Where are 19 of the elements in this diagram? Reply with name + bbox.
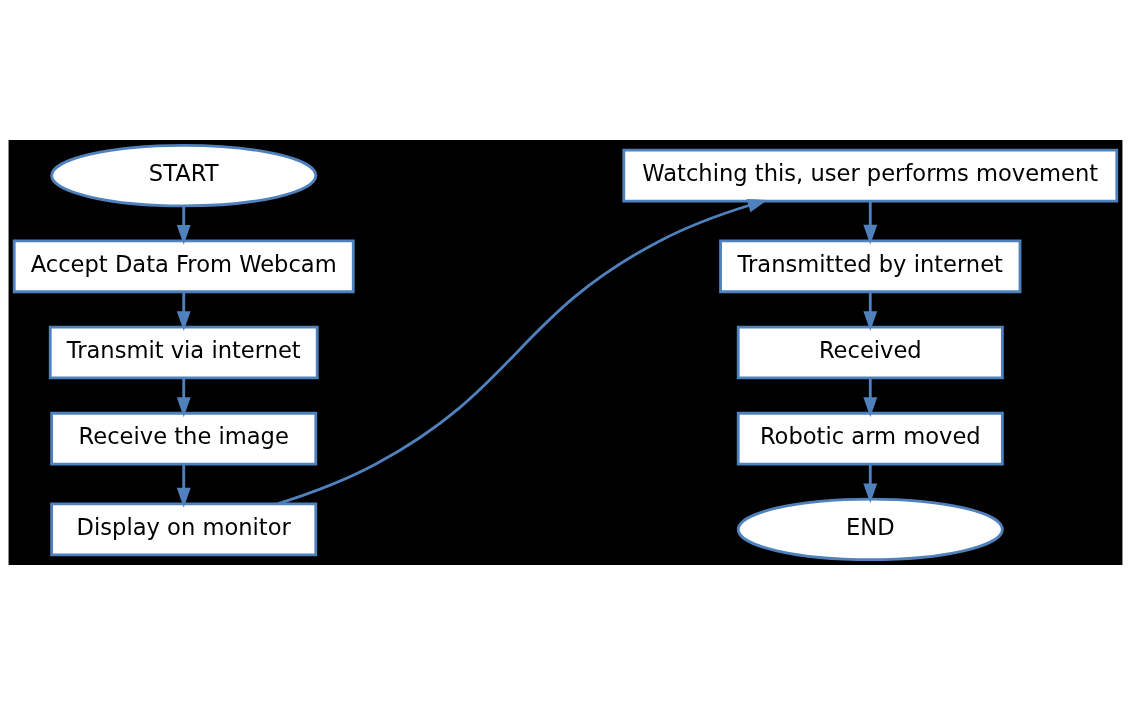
arrow bbox=[863, 377, 878, 417]
node-box: Display on monitor bbox=[50, 502, 318, 556]
node-box: Robotic arm moved bbox=[736, 411, 1004, 465]
node-box: Watching this, user performs movement bbox=[622, 148, 1119, 202]
arrow bbox=[176, 205, 191, 245]
arrow bbox=[863, 200, 878, 245]
arrow bbox=[863, 291, 878, 331]
arrow bbox=[176, 291, 191, 331]
node-box: Accept Data From Webcam bbox=[12, 238, 355, 293]
node-box: Transmit via internet bbox=[48, 325, 319, 379]
node-box: Transmitted by internet bbox=[719, 238, 1022, 293]
arrow bbox=[176, 463, 191, 508]
node-ellipse: END bbox=[736, 497, 1004, 561]
arrow bbox=[176, 377, 191, 417]
arrow bbox=[863, 463, 878, 503]
arrow bbox=[277, 198, 768, 505]
node-ellipse: START bbox=[50, 143, 318, 207]
node-box: Receive the image bbox=[50, 411, 318, 465]
node-box: Received bbox=[736, 325, 1004, 379]
